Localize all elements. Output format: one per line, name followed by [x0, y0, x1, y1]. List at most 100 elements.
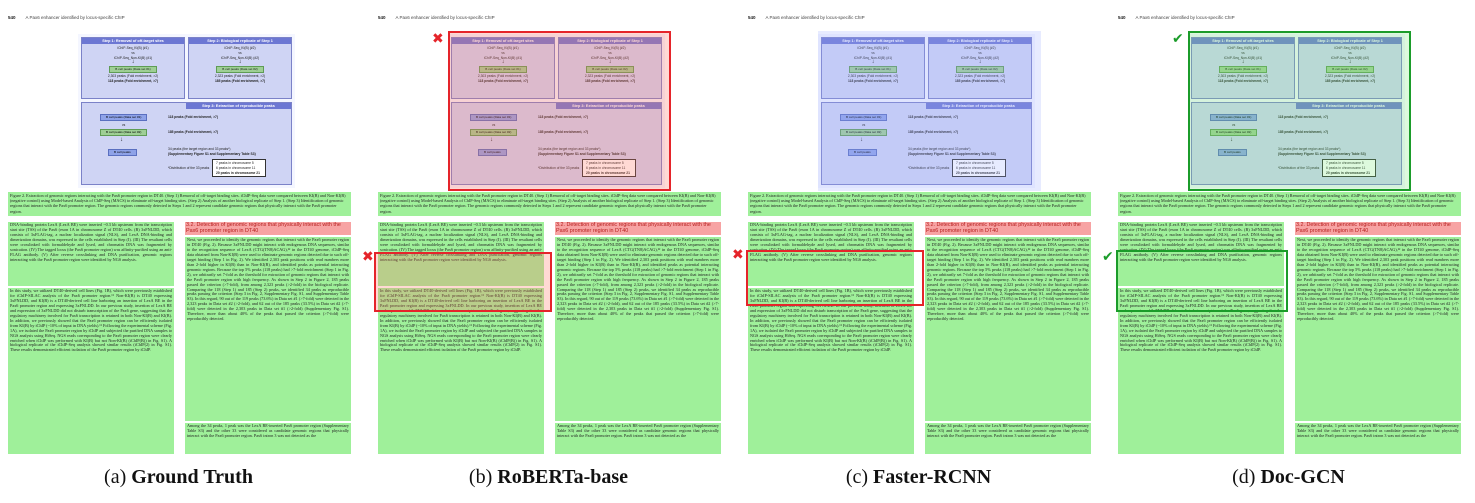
step1-peaks: 2,303 peaks (Fold enrichment, >2) — [847, 73, 899, 78]
dist-chr11: 6 peaks in chromosome 11 — [586, 166, 626, 170]
step1-chip: B cell peaks (Data set #1) — [109, 66, 157, 73]
step3-vs: vs — [122, 123, 126, 127]
step2-peaks: 2,323 peaks (Fold enrichment, >2) — [584, 73, 636, 78]
step1-line1: iChIP-Seq_KI(B) (#1) — [117, 46, 149, 50]
running-title: A Pax6 enhancer identified by locus-spec… — [765, 15, 865, 20]
section-header: 3.2. Detection of genomic regions that p… — [185, 222, 351, 235]
left-paragraph-1: DNA-binding protein LexA (LexA BE) were … — [1118, 222, 1284, 286]
step1-box: Step 1: Removal of off-target sites iChI… — [821, 37, 925, 99]
step1-peaks2: 118 peaks (Fold enrichment, >7) — [1218, 78, 1268, 83]
step1-vs: vs — [871, 50, 875, 55]
step2-peaks: 2,323 peaks (Fold enrichment, >2) — [214, 73, 266, 78]
step2-line2: iChIP-Seq_Non-KI(B) (#2) — [1330, 55, 1370, 60]
page-number: 540 — [378, 15, 386, 20]
section-header: 3.2. Detection of genomic regions that p… — [925, 222, 1091, 235]
step3-row2-value: 185 peaks (Fold enrichment, >7) — [1278, 130, 1329, 134]
step3-row2-chip: B cell peaks (Data set #2) — [470, 129, 518, 136]
step2-line2: iChIP-Seq_Non-KI(B) (#2) — [590, 55, 630, 60]
step2-box: Step 2: Biological replicate of Step 1 i… — [558, 37, 662, 99]
step3-vs: vs — [1232, 123, 1236, 127]
step2-title: Step 2: Biological replicate of Step 1 — [929, 38, 1031, 44]
figure-caption: Figure 2. Extraction of genomic regions … — [748, 192, 1091, 216]
step2-line1: iChIP-Seq_KI(B) (#2) — [594, 46, 626, 50]
step1-vs: vs — [501, 50, 505, 55]
left-column: DNA-binding protein LexA (LexA BE) were … — [748, 222, 914, 454]
figure-flowchart: Step 1: Removal of off-target sites iChI… — [448, 34, 665, 188]
step1-title: Step 1: Removal of off-target sites — [1192, 38, 1294, 44]
step3-vs: vs — [492, 123, 496, 127]
step3-final-chip: B cell peaks — [108, 149, 137, 156]
right-paragraph-2: Among the 34 peaks, 1 peak was the LexA … — [555, 423, 721, 454]
step3-title: Step 3: Extraction of reproducible peaks — [556, 103, 661, 109]
step2-line2: iChIP-Seq_Non-KI(B) (#2) — [960, 55, 1000, 60]
left-column: DNA-binding protein LexA (LexA BE) were … — [378, 222, 544, 454]
figure-flowchart: Step 1: Removal of off-target sites iChI… — [818, 34, 1035, 188]
figure-prediction-box — [1188, 31, 1411, 191]
step1-line1: iChIP-Seq_KI(B) (#1) — [857, 46, 889, 50]
distribution-box: 7 peaks in chromosome 5 6 peaks in chrom… — [952, 159, 1006, 177]
step1-box: Step 1: Removal of off-target sites iChI… — [1191, 37, 1295, 99]
right-paragraph-1: Next, we proceeded to identify the genom… — [925, 237, 1091, 421]
dist-chr11: 6 peaks in chromosome 11 — [216, 166, 256, 170]
step3-title: Step 3: Extraction of reproducible peaks — [1296, 103, 1401, 109]
distribution-box: 7 peaks in chromosome 5 6 peaks in chrom… — [1322, 159, 1376, 177]
left-paragraph-1: DNA-binding protein LexA (LexA BE) were … — [378, 222, 544, 286]
down-arrow-icon: ↓ — [1348, 59, 1352, 66]
step3-vs: vs — [862, 123, 866, 127]
step3-title: Step 3: Extraction of reproducible peaks — [926, 103, 1031, 109]
figure-prediction-box — [818, 31, 1041, 191]
left-paragraph-2: In this study, we utilized DT40-derived … — [1118, 288, 1284, 454]
dist-chr5: 7 peaks in chromosome 5 — [956, 161, 994, 165]
step3-row1-value: 118 peaks (Fold enrichment, >7) — [168, 115, 218, 119]
step2-chip: B cell peaks (Data set #2) — [216, 66, 264, 73]
right-paragraph-2: Among the 34 peaks, 1 peak was the LexA … — [185, 423, 351, 454]
page-header: 540 A Pax6 enhancer identified by locus-s… — [378, 15, 495, 20]
distribution-box: 7 peaks in chromosome 5 6 peaks in chrom… — [582, 159, 636, 177]
step3-row1-value: 118 peaks (Fold enrichment, >7) — [1278, 115, 1328, 119]
step1-title: Step 1: Removal of off-target sites — [822, 38, 924, 44]
document-page: 540 A Pax6 enhancer identified by locus-s… — [378, 8, 721, 456]
step1-line1: iChIP-Seq_KI(B) (#1) — [1227, 46, 1259, 50]
down-arrow-icon: ↓ — [131, 59, 135, 66]
right-paragraph-1: Next, we proceeded to identify the genom… — [1295, 237, 1461, 421]
step3-box: Step 3: Extraction of reproducible peaks… — [821, 102, 1032, 185]
wrong-mark-icon: ✖ — [732, 247, 744, 263]
dist-chr5: 7 peaks in chromosome 5 — [586, 161, 624, 165]
step2-peaks: 2,323 peaks (Fold enrichment, >2) — [1324, 73, 1376, 78]
dist-chr21: 20 peaks in chromosome 21 — [216, 171, 260, 175]
paragraph-prediction-box — [1116, 250, 1288, 312]
running-title: A Pax6 enhancer identified by locus-spec… — [395, 15, 495, 20]
step3-row1-chip: B cell peaks (Data set #1) — [100, 114, 148, 121]
step3-row1-value: 118 peaks (Fold enrichment, >7) — [538, 115, 588, 119]
panel-label: (d) Doc-GCN — [1232, 466, 1345, 488]
step3-final-chip: B cell peaks — [848, 149, 877, 156]
left-paragraph-2: In this study, we utilized DT40-derived … — [378, 288, 544, 454]
step2-line2: iChIP-Seq_Non-KI(B) (#2) — [220, 55, 260, 60]
step1-line1: iChIP-Seq_KI(B) (#1) — [487, 46, 519, 50]
panel-label: (c) Faster-RCNN — [845, 466, 992, 488]
step3-final-chip: B cell peaks — [478, 149, 507, 156]
step1-line2: iChIP-Seq_Non-KI(B) (#1) — [853, 55, 893, 60]
step1-chip: B cell peaks (Data set #1) — [849, 66, 897, 73]
step3-final-value2: (Supplementary Figure S1 and Supplementa… — [908, 152, 996, 156]
step1-vs: vs — [131, 50, 135, 55]
down-arrow-icon: ↓ — [238, 59, 242, 66]
step3-box: Step 3: Extraction of reproducible peaks… — [1191, 102, 1402, 185]
right-column: 3.2. Detection of genomic regions that p… — [1295, 222, 1461, 454]
down-arrow-icon: ↓ — [608, 59, 612, 66]
step1-chip: B cell peaks (Data set #1) — [1219, 66, 1267, 73]
down-arrow-icon: ↓ — [871, 59, 875, 66]
step3-final-value1: 34 peaks (the target region and 33 peaks… — [168, 147, 231, 151]
step1-peaks2: 118 peaks (Fold enrichment, >7) — [848, 78, 898, 83]
step1-box: Step 1: Removal of off-target sites iChI… — [451, 37, 555, 99]
distribution-box: 7 peaks in chromosome 5 6 peaks in chrom… — [212, 159, 266, 177]
paragraph-prediction-box — [746, 250, 924, 306]
down-arrow-icon: ↓ — [1241, 59, 1245, 66]
